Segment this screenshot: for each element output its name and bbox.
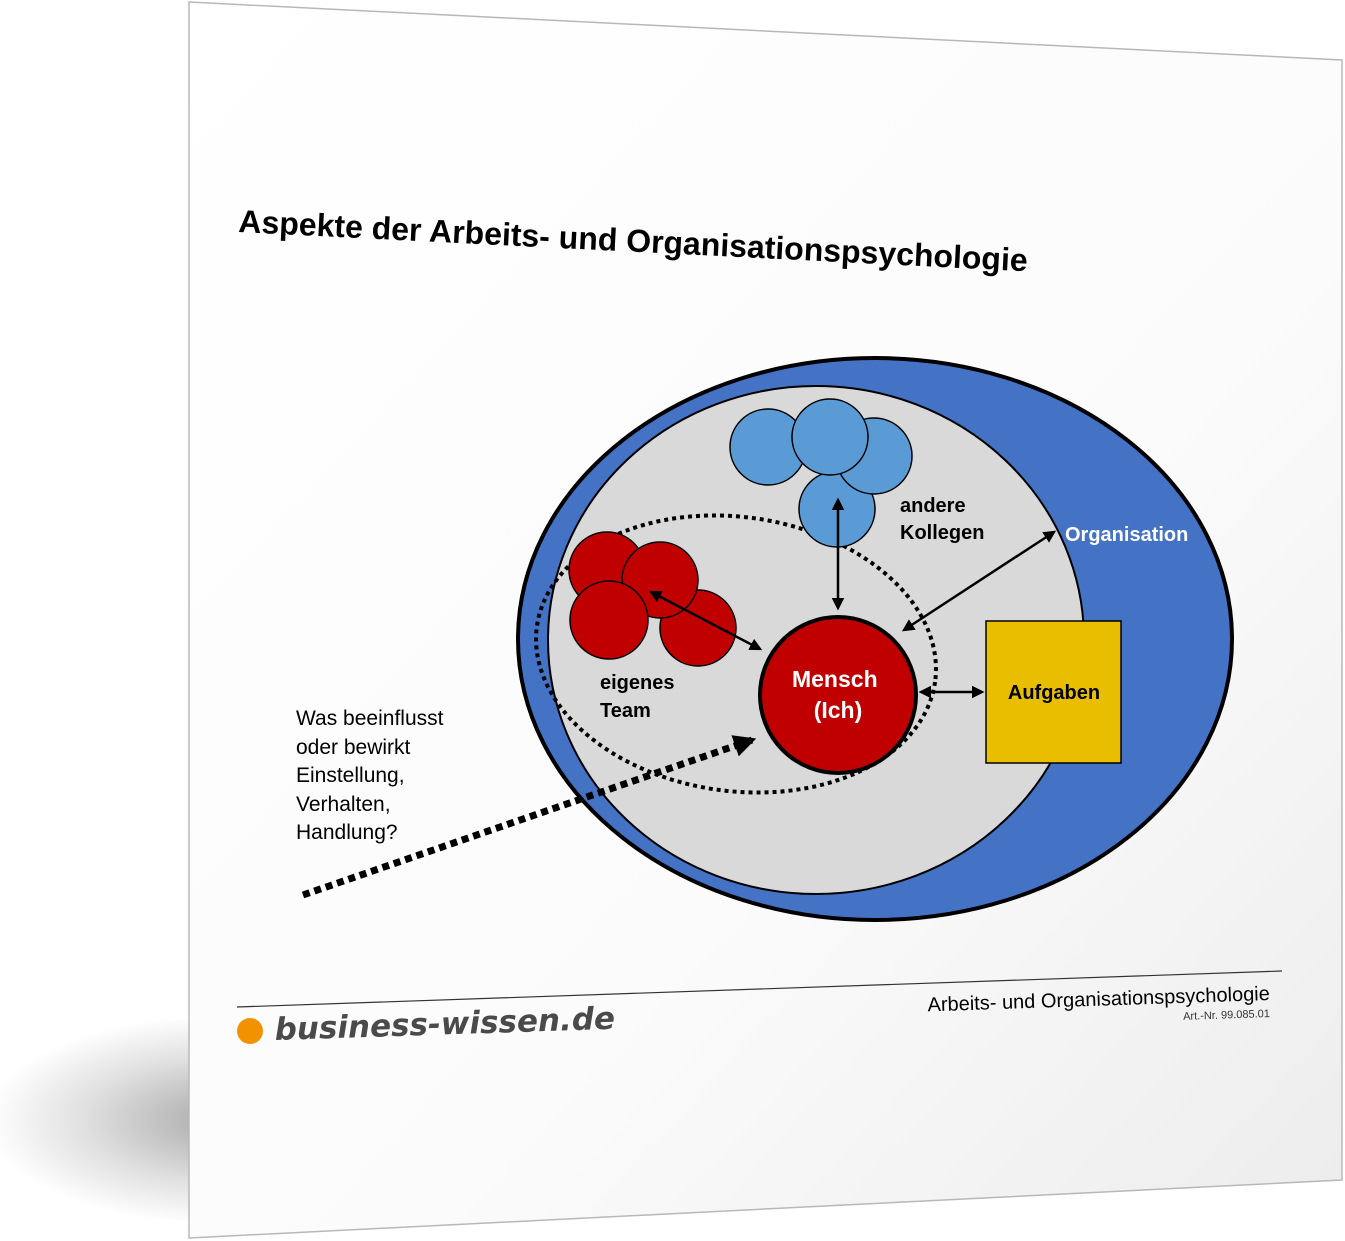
question-line: Was beeinflusst (296, 707, 444, 730)
footer-art-nr: Art.-Nr. 99.085.01 (1183, 1008, 1270, 1023)
colleagues-label-line2: Kollegen (900, 522, 984, 544)
question-line: Handlung? (296, 821, 398, 844)
team-label: eigenes Team (600, 672, 680, 722)
logo-dot-icon (237, 1018, 263, 1044)
question-line: Verhalten, (296, 793, 391, 816)
arrow-organisation (901, 530, 1057, 632)
team-label-line1: eigenes (600, 672, 674, 694)
question-line: oder bewirkt (296, 736, 411, 759)
colleagues-label-line1: andere (900, 495, 966, 517)
colleague-circle (791, 398, 869, 476)
person-label: Mensch (Ich) (792, 666, 884, 723)
person-label-line1: Mensch (792, 666, 878, 692)
team-boundary (534, 513, 938, 795)
question-text: Was beeinflusst oder bewirkt Einstellung… (296, 707, 449, 844)
person-circle (758, 615, 918, 775)
colleague-circles (729, 398, 913, 548)
team-circle (569, 580, 649, 660)
person-label-line2: (Ich) (814, 697, 863, 723)
colleagues-label: andere Kollegen (900, 495, 984, 544)
arrow-team (648, 590, 763, 651)
tasks-label: Aufgaben (1008, 682, 1100, 704)
question-line: Einstellung, (296, 764, 405, 787)
footer-divider (236, 970, 1283, 1008)
team-label-line2: Team (600, 700, 651, 722)
organisation-label: Organisation (1065, 524, 1188, 546)
tasks-box (985, 620, 1122, 764)
